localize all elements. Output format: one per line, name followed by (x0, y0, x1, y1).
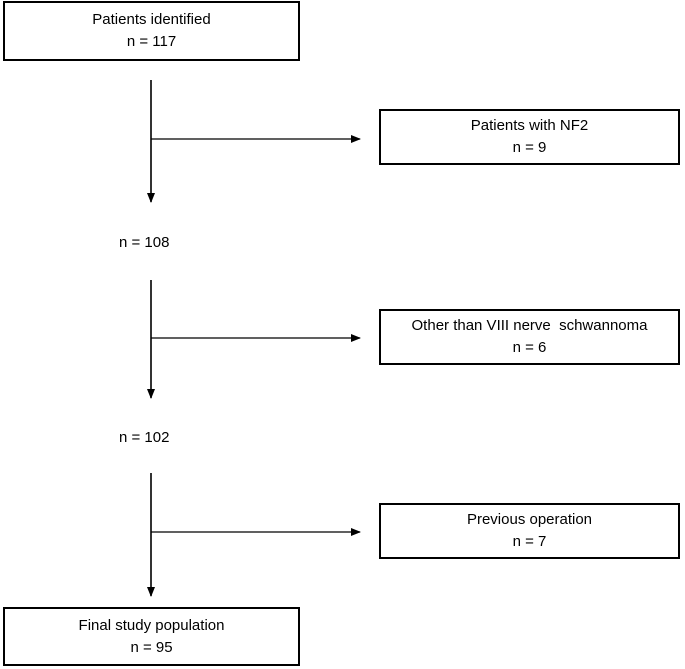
remaining-count-108: n = 108 (119, 234, 170, 251)
box-count: n = 95 (130, 638, 173, 656)
box-label: Other than VIII nerve schwannoma (411, 317, 648, 334)
box-count: n = 6 (512, 339, 547, 356)
box-count: n = 117 (126, 33, 177, 50)
final-population-box: Final study population n = 95 (3, 607, 300, 666)
box-count: n = 9 (512, 139, 547, 156)
box-label: Patients identified (92, 11, 211, 28)
box-label: Patients with NF2 (470, 117, 589, 134)
box-count: n = 7 (512, 533, 547, 550)
patients-identified-box: Patients identified n = 117 (3, 1, 300, 61)
other-than-viii-box: Other than VIII nerve schwannoma n = 6 (379, 309, 680, 365)
previous-operation-box: Previous operation n = 7 (379, 503, 680, 559)
nf2-exclusion-box: Patients with NF2 n = 9 (379, 109, 680, 165)
box-label: Previous operation (466, 511, 593, 528)
box-label: Final study population (78, 616, 225, 634)
remaining-count-102: n = 102 (119, 429, 170, 446)
